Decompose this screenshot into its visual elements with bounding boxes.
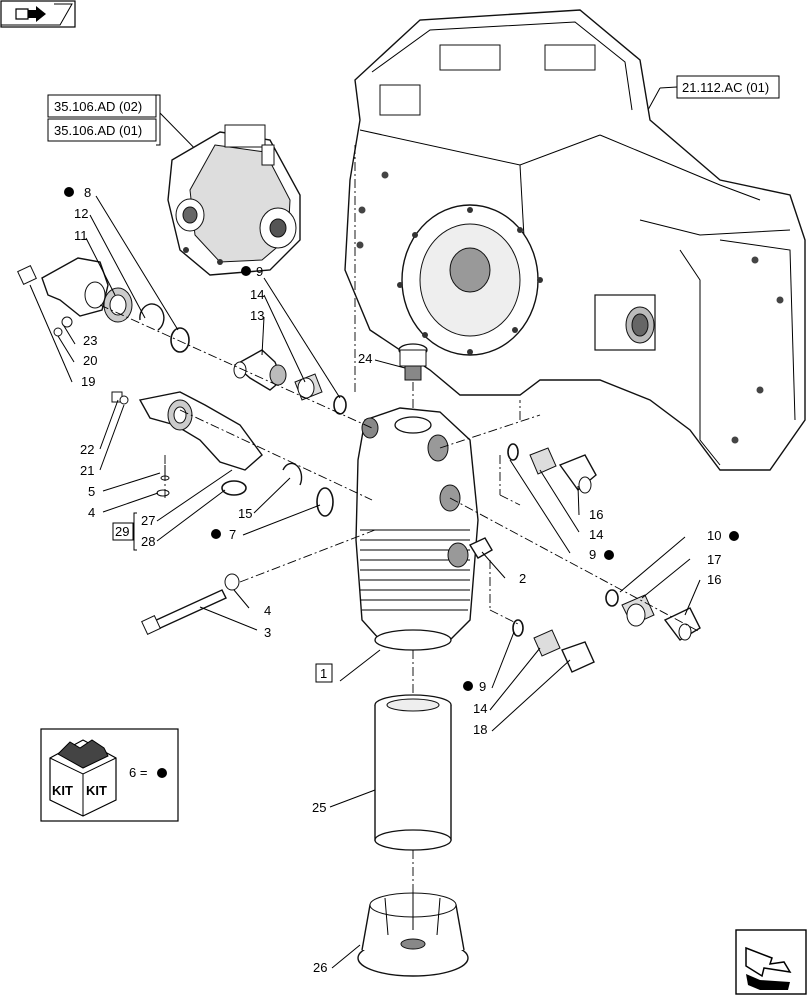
- bushing: [529, 447, 557, 475]
- hydraulic-pump: [167, 124, 301, 276]
- back-arrow-icon[interactable]: [0, 0, 76, 28]
- callout-24: 24: [358, 351, 372, 366]
- plug-fitting: [558, 454, 597, 494]
- washer: [156, 489, 170, 497]
- callout-19: 19: [81, 374, 95, 389]
- callout-9: 9: [479, 679, 486, 694]
- callout-14: 14: [250, 287, 264, 302]
- bushing: [294, 373, 323, 401]
- callout-29-box: 29: [112, 512, 137, 551]
- o-ring: [507, 443, 519, 461]
- reference-label: 21.112.AC (01): [682, 80, 769, 95]
- callout-13: 13: [250, 308, 264, 323]
- snap-ring: [282, 462, 303, 486]
- callout-5: 5: [88, 484, 95, 499]
- reference-box-21-112-ac-01[interactable]: 21.112.AC (01): [676, 75, 780, 99]
- reference-box-35-106-ad-02[interactable]: 35.106.AD (02): [47, 94, 157, 118]
- callout-18: 18: [473, 722, 487, 737]
- kit-dot-icon: [157, 768, 167, 778]
- reference-box-35-106-ad-01[interactable]: 35.106.AD (01): [47, 118, 157, 142]
- kit-dot-icon: [241, 266, 251, 276]
- bushing: [533, 629, 561, 657]
- kit-dot-icon: [211, 529, 221, 539]
- callout-labels: 8 12 11 9 14 13 23 20 19 24 22 21 5 4 29…: [64, 185, 739, 975]
- callout-1: 1: [320, 666, 327, 681]
- o-ring: [512, 619, 524, 637]
- callout-26: 26: [313, 960, 327, 975]
- drain-valve: [468, 537, 493, 559]
- callout-20: 20: [83, 353, 97, 368]
- callout-25: 25: [312, 800, 326, 815]
- callout-9: 9: [589, 547, 596, 562]
- adapter-fitting: [233, 349, 287, 391]
- snap-ring: [139, 303, 165, 331]
- callout-14: 14: [473, 701, 487, 716]
- reference-label: 35.106.AD (01): [54, 123, 142, 138]
- bracket: [156, 94, 161, 146]
- leader-line: [659, 86, 678, 89]
- callout-4: 4: [264, 603, 271, 618]
- callout-28: 28: [141, 534, 155, 549]
- plug: [561, 641, 595, 673]
- kit-badge-label: KIT: [52, 783, 73, 798]
- callout-3: 3: [264, 625, 271, 640]
- o-ring: [170, 327, 190, 353]
- o-ring: [316, 487, 334, 517]
- callout-9: 9: [256, 264, 263, 279]
- next-arrow-icon[interactable]: [735, 929, 807, 995]
- callout-8: 8: [84, 185, 91, 200]
- kit-badge-label: KIT: [86, 783, 107, 798]
- kit-dot-icon: [604, 550, 614, 560]
- filter-element: [374, 694, 452, 851]
- breather: [398, 343, 428, 381]
- callout-16: 16: [707, 572, 721, 587]
- callout-23: 23: [83, 333, 97, 348]
- callout-27: 27: [141, 513, 155, 528]
- callout-1-box: 1: [315, 663, 333, 683]
- kit-legend: KIT KIT 6 =: [40, 728, 179, 822]
- elbow-fitting-assembly: [17, 257, 133, 337]
- filter-housing: [355, 407, 479, 651]
- transmission-housing: [344, 9, 806, 471]
- o-ring: [221, 480, 247, 496]
- callout-15: 15: [238, 506, 252, 521]
- callout-29: 29: [115, 524, 129, 539]
- callout-22: 22: [80, 442, 94, 457]
- callout-7: 7: [229, 527, 236, 542]
- assembly-axis-lines: [99, 145, 701, 895]
- callout-11: 11: [74, 228, 88, 243]
- callout-16: 16: [589, 507, 603, 522]
- callout-2: 2: [519, 571, 526, 586]
- bolt: [141, 589, 227, 635]
- reference-label: 35.106.AD (02): [54, 99, 142, 114]
- kit-dot-icon: [64, 187, 74, 197]
- callout-21: 21: [80, 463, 94, 478]
- callout-12: 12: [74, 206, 88, 221]
- kit-dot-icon: [729, 531, 739, 541]
- o-ring: [605, 589, 619, 607]
- kit-box-icon: KIT KIT: [49, 739, 117, 817]
- callout-17: 17: [707, 552, 721, 567]
- kit-legend-text: 6 =: [129, 765, 147, 780]
- washer: [224, 573, 240, 591]
- filter-cap: [357, 892, 469, 977]
- plug-fitting: [663, 607, 701, 641]
- callout-4: 4: [88, 505, 95, 520]
- leader-lines: [29, 195, 701, 969]
- kit-dot-icon: [463, 681, 473, 691]
- pipe-fitting: [111, 391, 263, 471]
- adapter-sleeve: [621, 594, 655, 627]
- callout-10: 10: [707, 528, 721, 543]
- callout-14: 14: [589, 527, 603, 542]
